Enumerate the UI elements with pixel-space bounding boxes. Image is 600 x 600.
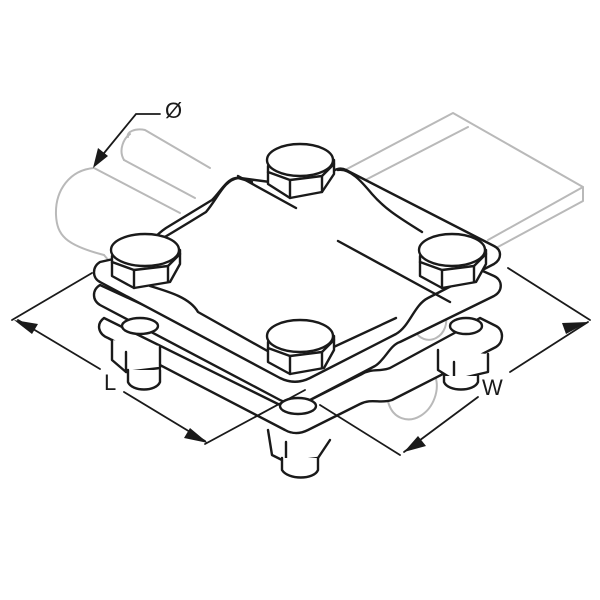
length-dimension [11, 272, 306, 445]
top-plate [92, 167, 502, 383]
lower-nut-left [110, 338, 162, 391]
length-label: L [102, 370, 119, 395]
lower-nut-front [266, 428, 332, 479]
lower-nut-right [436, 348, 490, 391]
diameter-label: Ø [163, 98, 185, 123]
width-label: W [480, 375, 505, 400]
diameter-leader [93, 113, 161, 168]
width-dimension [319, 267, 591, 456]
top-bolt-left [109, 232, 182, 290]
top-bolt-back [265, 142, 336, 200]
top-bolt-right [417, 232, 488, 290]
top-bolt-front [265, 318, 336, 376]
